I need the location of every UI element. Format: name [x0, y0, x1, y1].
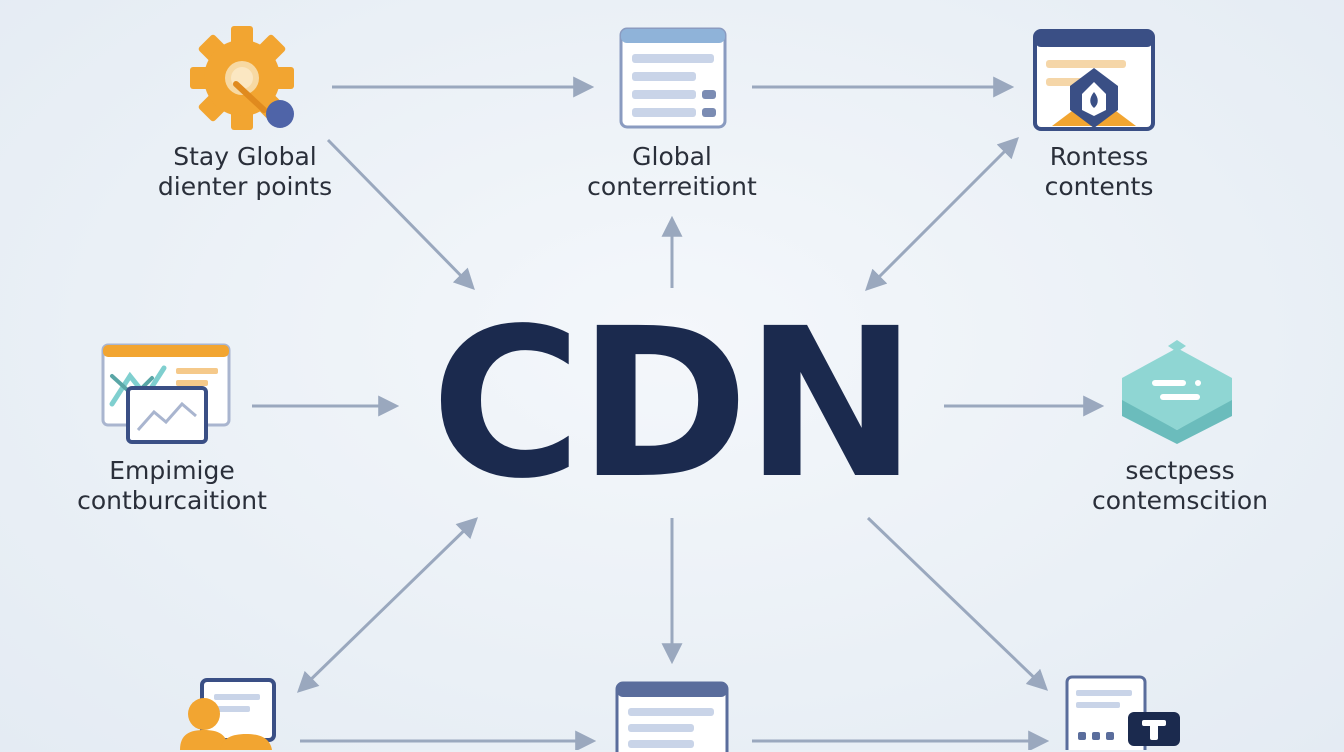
- node-label-middle-left: Empimige contburcaitiont: [52, 456, 292, 516]
- arrow-center-to-bottomright: [866, 516, 1049, 691]
- node-label-middle-left-line1: Empimige: [109, 456, 235, 485]
- users-icon: [180, 678, 276, 750]
- node-label-top-right: Rontess contents: [984, 142, 1214, 202]
- node-label-middle-left-line2: contburcaitiont: [77, 486, 267, 515]
- node-label-middle-right-line2: contemscition: [1091, 486, 1269, 515]
- node-label-top-left-line2: dienter points: [157, 172, 333, 201]
- node-label-top-center: Global conterreitiont: [557, 142, 787, 202]
- arrow-topleft-to-center: [326, 138, 475, 291]
- node-label-top-right-line1: Rontess: [1049, 142, 1149, 171]
- node-label-top-center-line2: conterreitiont: [587, 172, 757, 201]
- arrow-center-topright-bidirectional: [865, 137, 1019, 291]
- server-cube-icon: [1122, 340, 1232, 444]
- gear-icon: [190, 26, 294, 130]
- list-window-icon: [619, 27, 727, 129]
- shield-window-icon: [1033, 29, 1155, 131]
- calendar-window-icon: [1065, 675, 1180, 750]
- node-label-top-right-line2: contents: [1044, 172, 1154, 201]
- node-label-top-center-line1: Global: [632, 142, 712, 171]
- node-label-top-left-line1: Stay Global: [173, 142, 317, 171]
- arrow-center-bottomleft-bidirectional: [296, 517, 479, 693]
- node-label-middle-right-line1: sectpess: [1125, 456, 1235, 485]
- chart-window-icon: [101, 343, 231, 444]
- node-label-middle-right: sectpess contemscition: [1060, 456, 1300, 516]
- node-label-top-left: Stay Global dienter points: [130, 142, 360, 202]
- list-window-icon: [615, 681, 729, 752]
- center-title: CDN: [430, 284, 918, 524]
